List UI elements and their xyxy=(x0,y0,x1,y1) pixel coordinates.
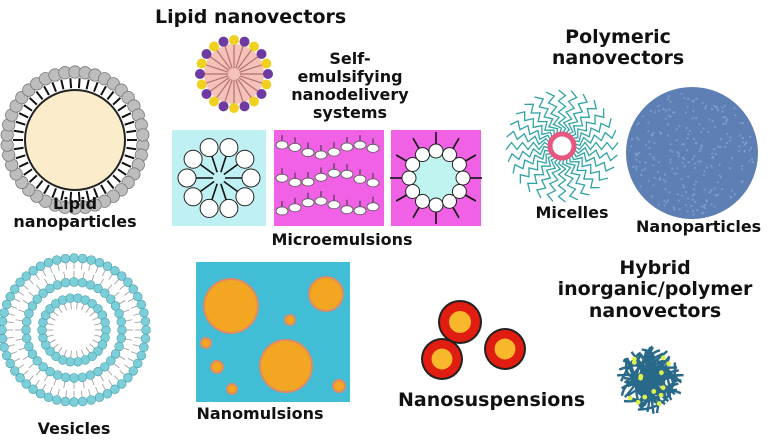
vesicle-icon xyxy=(0,254,150,407)
hybrid-nanovectors-title: Hybrid inorganic/polymer nanovectors xyxy=(555,258,755,322)
nanosuspension-icon xyxy=(421,300,526,380)
hybrid-nanovector-icon xyxy=(617,346,683,413)
nanosuspensions-label: Nanosuspensions xyxy=(398,390,578,411)
nanoparticles-label: Nanoparticles xyxy=(636,218,760,236)
self-emulsifying-label: Self-emulsifying nanodelivery systems xyxy=(280,50,420,122)
nanoemulsion-icon xyxy=(196,262,350,402)
polymeric-nanoparticle-icon xyxy=(626,87,758,219)
lipid-nanoparticles-label: Lipid nanoparticles xyxy=(2,195,148,231)
micelle-icon xyxy=(506,90,618,202)
lipid-nanoparticle-icon xyxy=(1,66,149,214)
microemulsion-panels-icon xyxy=(172,130,482,226)
sedds-droplet-icon xyxy=(195,35,273,113)
nanomulsions-label: Nanomulsions xyxy=(192,405,328,423)
polymeric-nanovectors-title: Polymeric nanovectors xyxy=(548,27,688,70)
micelles-label: Micelles xyxy=(522,204,622,222)
lipid-nanovectors-title: Lipid nanovectors xyxy=(155,7,346,28)
microemulsions-label: Microemulsions xyxy=(262,231,422,249)
vesicles-label: Vesicles xyxy=(24,420,124,438)
